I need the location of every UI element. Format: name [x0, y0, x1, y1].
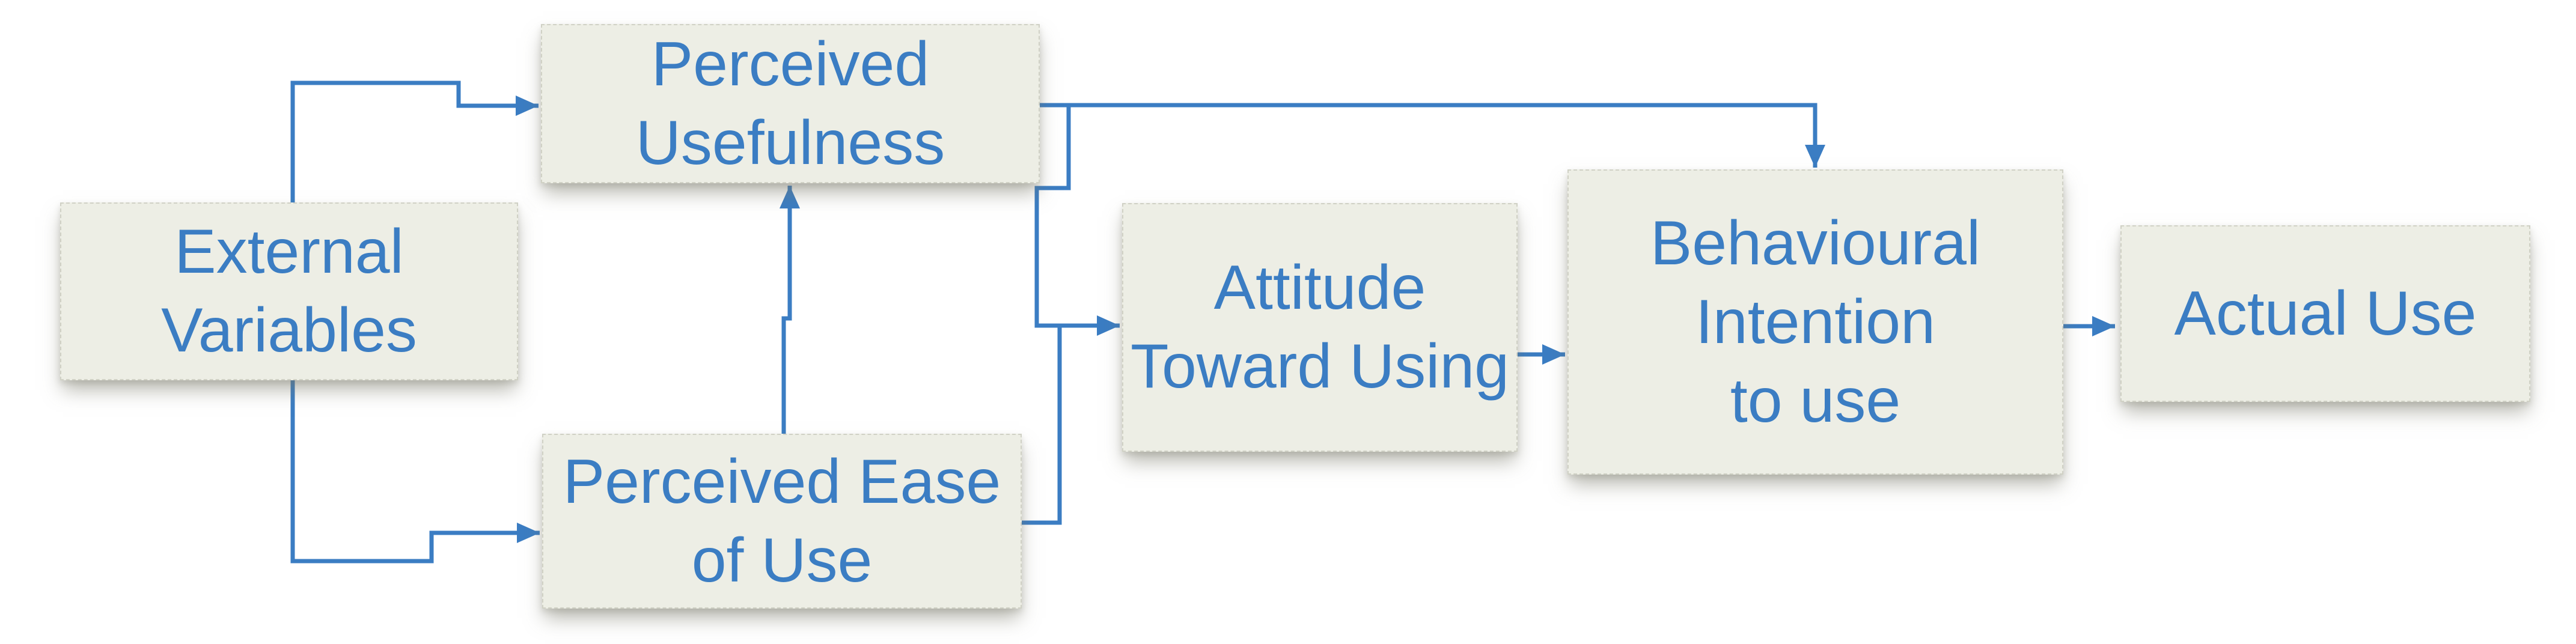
- connector-external-to-perceived-usefulness: [290, 80, 539, 202]
- node-actual-use: Actual Use: [2120, 225, 2530, 402]
- node-perceived-ease-of-use: Perceived Ease of Use: [542, 434, 1022, 609]
- node-external-variables: External Variables: [60, 202, 518, 380]
- node-behavioural-intention-to-use: Behavioural Intention to use: [1567, 169, 2063, 475]
- connector-perceived-usefulness-to-attitude: [1034, 105, 1120, 336]
- connector-perceived-ease-to-perceived-usefulness: [780, 186, 800, 434]
- connector-perceived-ease-to-attitude: [1022, 327, 1062, 525]
- node-perceived-usefulness: Perceived Usefulness: [541, 24, 1040, 183]
- node-attitude-toward-using: Attitude Toward Using: [1122, 203, 1518, 452]
- connector-perceived-usefulness-to-behavioural-intention: [1040, 103, 1825, 168]
- connector-external-to-perceived-ease: [290, 380, 540, 564]
